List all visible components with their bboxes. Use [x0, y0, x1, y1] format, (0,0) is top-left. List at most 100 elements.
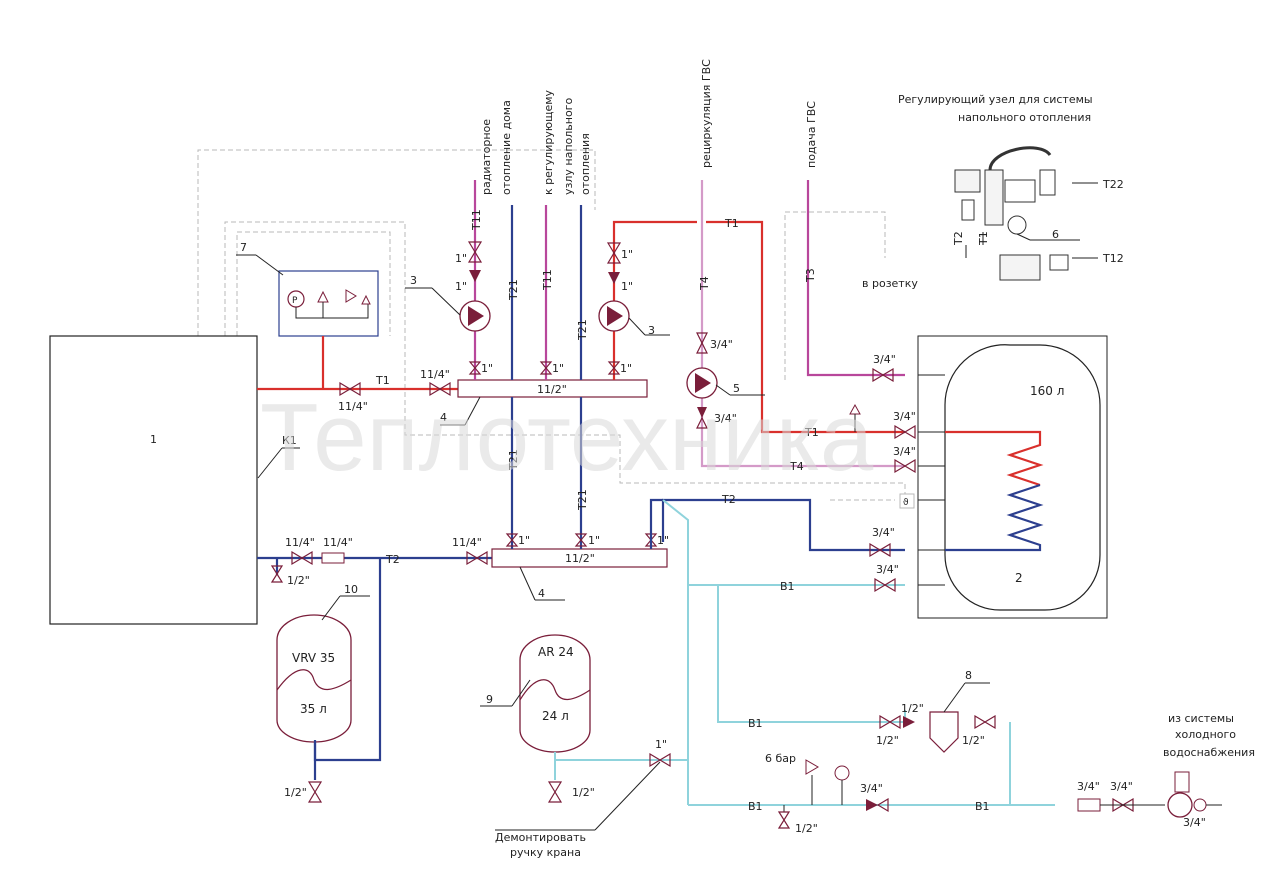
pipe-label-vertical: Т21	[576, 489, 589, 511]
pipe-label: Т1	[804, 426, 819, 439]
check-valve-filter	[903, 716, 915, 728]
label-4a: 4	[440, 411, 447, 424]
check-valve-recirc	[697, 407, 707, 418]
size-label: 1"	[655, 738, 667, 751]
header-size: 11/2"	[537, 383, 567, 396]
pipe-label-vertical: Т21	[507, 449, 520, 471]
size-label: 3/4"	[872, 526, 895, 539]
label-recirc: рециркуляция ГВС	[700, 59, 713, 168]
ar-model: AR 24	[538, 645, 574, 659]
floor-unit-image	[954, 146, 1069, 281]
cold-source-3: водоснабжения	[1163, 746, 1255, 759]
size-label: 1/2"	[287, 574, 310, 587]
valve-return-floor[interactable]	[574, 533, 588, 547]
valve-tank-t2[interactable]	[869, 542, 891, 558]
valve-supply-1[interactable]	[339, 381, 361, 397]
size-label: 11/4"	[323, 536, 353, 549]
return-header	[491, 548, 668, 568]
valve-return-radiator[interactable]	[505, 533, 519, 547]
pipe-label-vertical: Т21	[576, 319, 589, 341]
socket-label: в розетку	[862, 277, 918, 290]
pipe-label: Т2	[721, 493, 736, 506]
pressure-reducer	[1167, 771, 1207, 818]
tank-volume: 160 л	[1030, 384, 1064, 398]
size-label: 3/4"	[1110, 780, 1133, 793]
size-label: 1"	[588, 534, 600, 547]
label-8: 8	[965, 669, 972, 682]
drain-valve-boiler[interactable]	[270, 565, 284, 583]
boiler-k1-label: К1	[282, 434, 297, 447]
valve-tank-t4[interactable]	[894, 458, 916, 474]
size-label: 1"	[621, 280, 633, 293]
pipe-label-vertical: Т11	[541, 269, 554, 291]
size-label: 1"	[455, 252, 467, 265]
size-label: 1/2"	[901, 702, 924, 715]
strainer-inlet	[1077, 798, 1101, 812]
ar-volume: 24 л	[542, 709, 569, 723]
valve-filter-out[interactable]	[974, 714, 996, 730]
dhw-tank	[944, 344, 1101, 611]
expansion-vessel-dhw	[519, 634, 591, 753]
cold-source-1: из системы	[1168, 712, 1234, 725]
size-label: 11/4"	[285, 536, 315, 549]
valve-return-2[interactable]	[466, 550, 488, 566]
valve-boiler-circuit-bottom[interactable]	[607, 361, 621, 375]
pipe-label: В1	[748, 800, 763, 813]
watermark: Теплотехника	[260, 384, 874, 491]
valve-filter-in[interactable]	[879, 714, 901, 730]
size-label: 1"	[657, 534, 669, 547]
valve-recirc-top[interactable]	[696, 332, 708, 354]
valve-radiator-top[interactable]	[467, 241, 483, 263]
strainer-return	[321, 552, 345, 564]
pressure-label: 6 бар	[765, 752, 796, 765]
floor-unit-title-2: напольного отопления	[958, 111, 1091, 124]
size-label: 1/2"	[572, 786, 595, 799]
pipe-label: В1	[748, 717, 763, 730]
gauge-letter: P	[292, 296, 298, 306]
drain-valve-ar[interactable]	[547, 781, 563, 803]
size-label: 11/4"	[420, 368, 450, 381]
size-label: 1"	[621, 248, 633, 261]
valve-return-1[interactable]	[291, 550, 313, 566]
drain-valve-vessel[interactable]	[307, 781, 323, 803]
valve-tank-t1[interactable]	[894, 424, 916, 440]
label-5: 5	[733, 382, 740, 395]
drain-valve-cold[interactable]	[777, 811, 791, 829]
label-3b: 3	[648, 324, 655, 337]
pipe-label: Т2	[385, 553, 400, 566]
valve-boiler-circuit-top[interactable]	[606, 242, 622, 264]
floor-unit-title-1: Регулирующий узел для системы	[898, 93, 1093, 106]
pipe-label: Т22	[1102, 178, 1124, 191]
valve-floor-supply[interactable]	[539, 361, 553, 375]
valve-radiator-bottom[interactable]	[468, 361, 482, 375]
filter-8	[929, 711, 959, 753]
size-label: 11/4"	[452, 536, 482, 549]
pressure-gauge-cold-icon	[834, 765, 850, 781]
safety-group	[278, 270, 379, 337]
pipe-label-vertical: Т3	[804, 268, 817, 283]
size-label: 1"	[518, 534, 530, 547]
size-label: 3/4"	[893, 445, 916, 458]
label-6: 6	[1052, 228, 1059, 241]
size-label: 3/4"	[860, 782, 883, 795]
pipe-label: В1	[975, 800, 990, 813]
size-label: 3/4"	[1183, 816, 1206, 829]
size-label: 3/4"	[714, 412, 737, 425]
size-label: 3/4"	[876, 563, 899, 576]
control-lines	[197, 149, 906, 502]
label-3a: 3	[410, 274, 417, 287]
check-valve-boiler-circuit	[608, 272, 620, 284]
tank-number: 2	[1015, 571, 1023, 585]
size-label: 1/2"	[284, 786, 307, 799]
label-dhw: подача ГВС	[805, 101, 818, 168]
label-4b: 4	[538, 587, 545, 600]
label-floor-1: к регулирующему	[542, 89, 555, 195]
size-label: 1"	[552, 362, 564, 375]
valve-ar-isolation[interactable]	[649, 752, 671, 768]
label-10: 10	[344, 583, 358, 596]
valve-dhw[interactable]	[872, 367, 894, 383]
valve-supply-2[interactable]	[429, 381, 451, 397]
valve-cold-tank[interactable]	[874, 577, 896, 593]
pipe-label-vertical: Т21	[507, 279, 520, 301]
